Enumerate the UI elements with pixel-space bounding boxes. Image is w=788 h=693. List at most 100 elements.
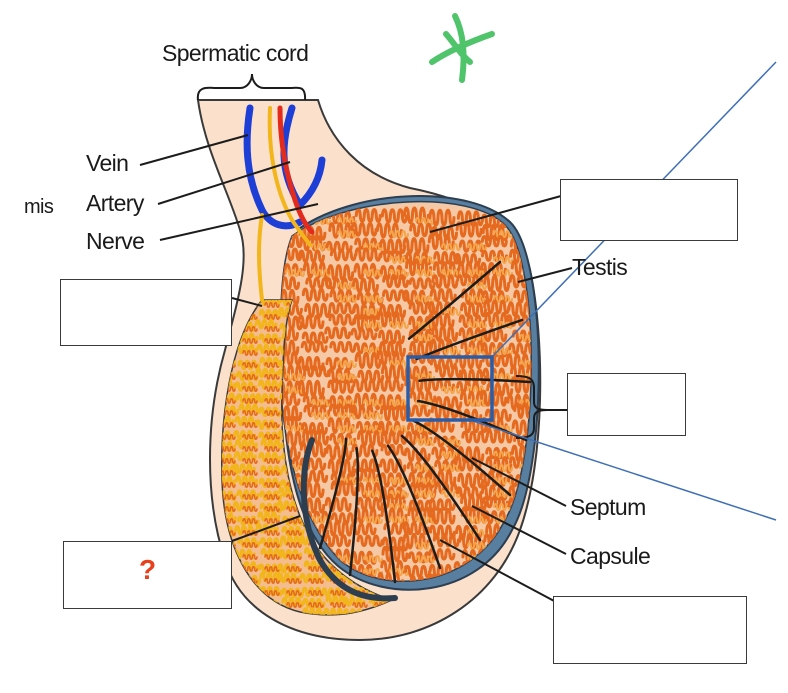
tubule-coil — [308, 589, 324, 597]
tubule-coil — [493, 581, 513, 582]
tubule-coil — [242, 613, 258, 615]
tubule-coil — [264, 301, 280, 309]
tubule-coil — [415, 269, 435, 277]
tubule-coil — [221, 469, 236, 477]
tubule-coil — [389, 503, 409, 511]
tubule-coil — [379, 404, 407, 422]
tubule-coil — [286, 517, 302, 525]
tubule-coil — [415, 217, 435, 225]
tubule-coil — [432, 261, 460, 278]
tubule-coil — [431, 274, 459, 289]
tubule-coil — [337, 425, 357, 433]
tubule-coil — [389, 477, 409, 485]
tubule-coil — [242, 469, 258, 477]
tubule-coil — [276, 500, 300, 511]
tubule-coil — [493, 373, 513, 381]
tubule-coil — [441, 451, 461, 459]
tubule-coil — [242, 373, 258, 381]
tubule-coil — [519, 334, 532, 342]
tubule-coil — [508, 342, 532, 356]
septum-line — [418, 377, 532, 384]
tubule-coil — [415, 477, 435, 485]
label-artery: Artery — [86, 190, 144, 216]
tubule-coil — [513, 402, 532, 419]
tubule-coil — [455, 486, 483, 499]
tubule-coil — [493, 256, 513, 264]
tubule-coil — [429, 469, 457, 488]
tubule-coil — [510, 376, 532, 394]
tubule-coil — [455, 221, 483, 238]
tubule-coil — [432, 532, 460, 548]
blank-box-epididymis-head[interactable] — [60, 279, 232, 346]
tubule-coil — [513, 536, 532, 552]
tubule-coil — [441, 308, 461, 316]
tubule-coil — [382, 274, 410, 289]
tubule-coil — [260, 547, 284, 559]
tubule-coil — [221, 445, 236, 453]
tubule-coil — [324, 496, 352, 513]
tubule-coil — [454, 253, 482, 266]
tubule-coil — [368, 596, 392, 608]
blank-box-tubule[interactable] — [560, 179, 738, 241]
tubule-coil — [429, 288, 457, 303]
tubule-coil — [354, 247, 382, 262]
tubule-coil — [302, 428, 330, 446]
tubule-coil — [337, 555, 357, 563]
tubule-coil — [455, 353, 483, 370]
tubule-coil — [354, 207, 382, 223]
tubule-coil — [389, 230, 409, 238]
tubule-coil — [480, 234, 508, 248]
tubule-coil — [264, 361, 280, 369]
tubule-coil — [280, 288, 300, 306]
tubule-coil — [485, 428, 513, 444]
tubule-coil — [363, 568, 383, 576]
blank-box-lobule[interactable] — [567, 373, 686, 436]
tubule-coil — [286, 541, 302, 549]
tubule-coil — [242, 541, 258, 549]
tubule-coil — [351, 277, 379, 294]
tubule-coil — [328, 313, 356, 326]
septum-line — [371, 449, 397, 584]
tubule-coil — [363, 243, 383, 251]
tubule-coil — [467, 295, 487, 303]
ductus-deferens — [300, 437, 398, 602]
tubule-coil — [380, 443, 408, 456]
tubule-coil — [264, 445, 280, 453]
tubule-coil — [264, 589, 280, 597]
tubule-coil — [280, 339, 300, 356]
highlight-square — [406, 355, 494, 422]
tubule-coil — [519, 555, 532, 563]
tubule-coil — [299, 440, 327, 458]
tubule-coil — [415, 295, 435, 303]
tubule-coil — [302, 607, 326, 615]
tubule-coil — [286, 565, 302, 573]
tubule-coil — [509, 550, 532, 567]
tubule-coil — [510, 444, 532, 463]
tubule-coil — [409, 222, 437, 238]
tubule-coil — [363, 412, 383, 420]
tubule-coil — [441, 464, 461, 472]
tubule-coil — [409, 341, 437, 359]
blank-box-epididymis[interactable]: ? — [63, 541, 232, 609]
tubule-coil — [460, 419, 488, 434]
tubule-coil — [354, 351, 382, 369]
tubule-coil — [337, 360, 357, 368]
tubule-coil — [467, 243, 487, 251]
tubule-coil — [311, 269, 331, 277]
tubule-coil — [467, 542, 487, 550]
tubule-coil — [285, 386, 305, 394]
tubule-coil — [415, 555, 435, 563]
tubule-coil — [460, 506, 488, 524]
tubule-coil — [519, 230, 532, 238]
blank-box-rete[interactable] — [553, 596, 747, 664]
tubule-coil — [431, 225, 459, 241]
tubule-coil — [325, 444, 353, 461]
label-nerve: Nerve — [86, 228, 145, 254]
tubule-coil — [428, 563, 456, 579]
tubule-coil — [299, 572, 323, 584]
tubule-coil — [480, 327, 508, 343]
tubule-coil — [233, 607, 257, 615]
tubule-coil — [264, 313, 280, 321]
tubule-coil — [234, 438, 258, 450]
